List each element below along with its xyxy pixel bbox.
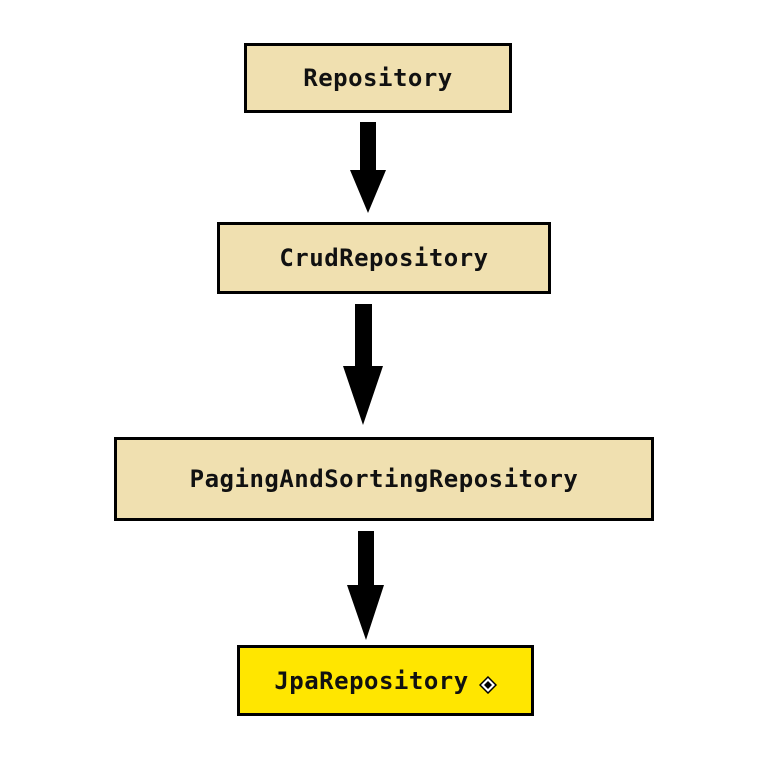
node-repository-label: Repository <box>303 64 453 92</box>
node-jpa-repository-label: JpaRepository <box>274 666 469 695</box>
pointer-hand-icon <box>478 672 497 694</box>
arrow-repository-to-crud <box>350 122 386 213</box>
arrow-crud-to-paging <box>343 304 383 425</box>
node-crud-repository: CrudRepository <box>217 222 551 294</box>
node-paging-and-sorting-repository-label: PagingAndSortingRepository <box>189 465 579 493</box>
node-crud-repository-label: CrudRepository <box>279 244 489 272</box>
node-jpa-repository: JpaRepository <box>237 645 534 716</box>
arrow-paging-to-jpa <box>347 531 384 640</box>
node-paging-and-sorting-repository: PagingAndSortingRepository <box>114 437 654 521</box>
node-repository: Repository <box>244 43 512 113</box>
